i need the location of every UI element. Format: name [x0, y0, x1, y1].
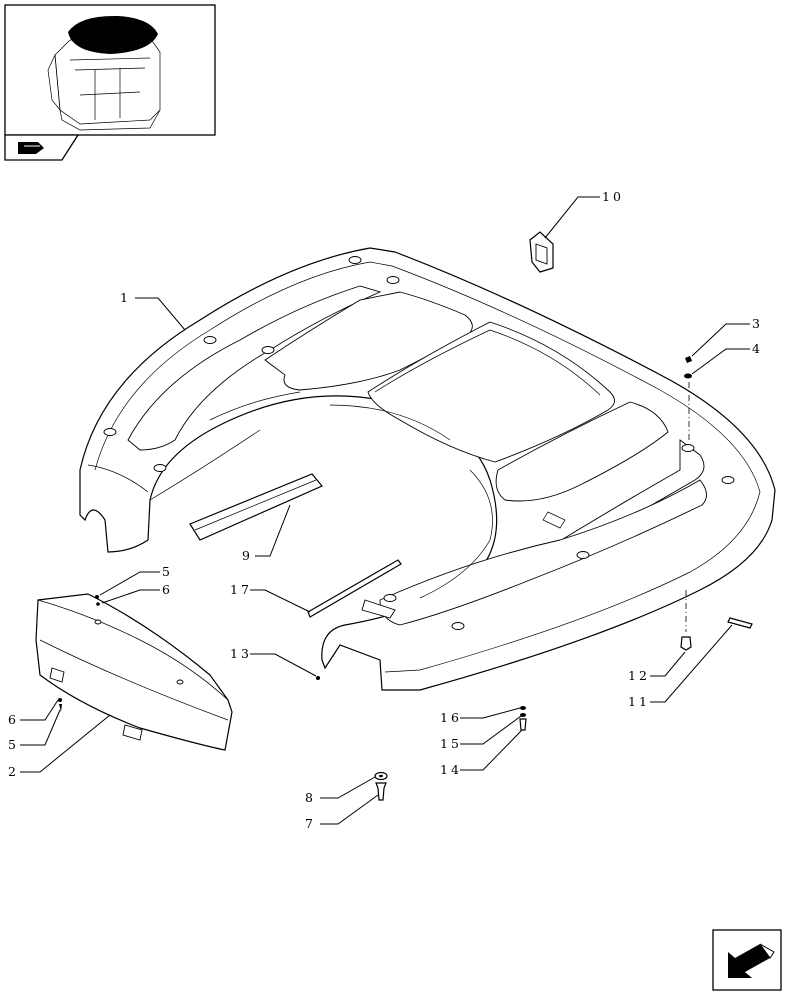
screw-part-14	[519, 718, 527, 731]
callout-1: 1	[120, 290, 131, 305]
bushing-part-12	[680, 636, 692, 651]
washer-part-8	[374, 771, 388, 781]
nut-part-3	[685, 356, 692, 363]
leader-lines	[20, 196, 750, 825]
screw-part-5-upper	[95, 595, 99, 599]
callout-4: 4	[752, 341, 763, 356]
callout-2: 2	[8, 764, 19, 779]
handle-part-10	[529, 231, 554, 273]
callout-7: 7	[305, 816, 316, 831]
callout-16: 16	[440, 710, 462, 725]
callout-5-upper: 5	[162, 564, 173, 579]
callout-11: 11	[628, 694, 650, 709]
washer-part-6-lower	[58, 698, 62, 702]
callout-8: 8	[305, 790, 316, 805]
callout-5-lower: 5	[8, 737, 19, 752]
rivet-part-13	[316, 676, 320, 680]
book-pointer-icon	[4, 134, 80, 161]
callout-14: 14	[440, 762, 462, 777]
bolt-part-7	[375, 782, 387, 801]
callout-6-upper: 6	[162, 582, 173, 597]
callout-9: 9	[242, 548, 253, 563]
screw-part-5-lower	[59, 704, 62, 712]
callout-13: 13	[230, 646, 252, 661]
clip-part-11	[727, 617, 753, 629]
callout-17: 17	[230, 582, 252, 597]
front-cover-part-2	[35, 593, 233, 751]
callout-12: 12	[628, 668, 650, 683]
callout-6-lower: 6	[8, 712, 19, 727]
callout-15: 15	[440, 736, 462, 751]
callout-3: 3	[752, 316, 763, 331]
seal-strip-part-9	[189, 473, 323, 541]
gasket-strip-part-17	[307, 559, 402, 618]
washer-part-16	[520, 706, 526, 710]
cab-roof-thumbnail-icon	[4, 4, 216, 136]
washer-part-4	[684, 373, 692, 379]
next-page-arrow-icon[interactable]	[712, 929, 782, 991]
callout-10: 10	[602, 189, 624, 204]
washer-part-6-upper	[96, 602, 100, 606]
washer-part-15	[520, 713, 526, 717]
roof-shell-part-1	[79, 247, 776, 691]
